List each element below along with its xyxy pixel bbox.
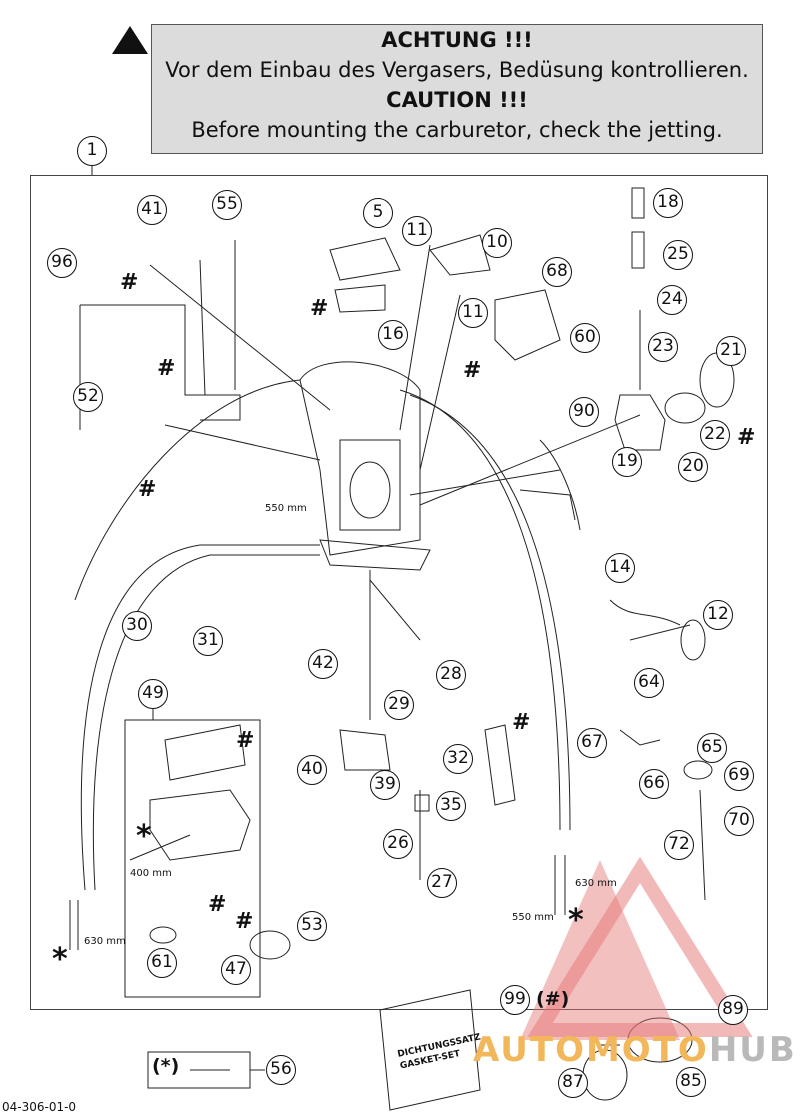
watermark-part2: HUB [708,1030,797,1070]
callout-65: 65 [697,733,727,763]
callout-5: 5 [363,198,393,228]
callout-72: 72 [664,830,694,860]
callout-61: 61 [147,948,177,978]
callout-41: 41 [137,195,167,225]
dimension-550-bottom: 550 mm [512,912,554,923]
callout-24: 24 [657,285,687,315]
hash-marker: # [157,356,176,381]
callout-85: 85 [676,1067,706,1097]
paren-hash-label: (#) [536,988,570,1010]
warning-box: ACHTUNG !!! Vor dem Einbau des Vergasers… [151,24,763,154]
callout-16: 16 [378,320,408,350]
hash-marker: # [208,892,227,917]
diagram-frame [30,175,768,1010]
hash-marker: # [235,909,254,934]
callout-11a: 11 [402,216,432,246]
callout-23: 23 [648,332,678,362]
callout-52: 52 [73,382,103,412]
watermark-text: AUTOMOTOHUB [473,1030,797,1070]
callout-20: 20 [678,452,708,482]
callout-1: 1 [77,136,107,166]
hash-marker: # [138,477,157,502]
callout-53: 53 [297,911,327,941]
callout-60: 60 [570,323,600,353]
warning-text-de: Vor dem Einbau des Vergasers, Bedüsung k… [165,58,749,82]
warning-heading-de: ACHTUNG !!! [381,28,533,52]
callout-68: 68 [542,257,572,287]
dimension-630-left: 630 mm [84,936,126,947]
hash-marker: # [310,296,329,321]
star-marker: * [136,819,152,854]
callout-19: 19 [612,447,642,477]
callout-55: 55 [212,190,242,220]
callout-96: 96 [47,248,77,278]
dimension-630-right: 630 mm [575,878,617,889]
callout-66: 66 [639,769,669,799]
callout-64: 64 [634,668,664,698]
hash-marker: # [236,728,255,753]
callout-89: 89 [718,995,748,1025]
hash-marker: # [737,425,756,450]
dimension-400: 400 mm [130,868,172,879]
callout-27: 27 [427,868,457,898]
paren-star-label: (*) [152,1055,180,1077]
callout-56: 56 [266,1055,296,1085]
callout-49: 49 [138,679,168,709]
warning-text-en: Before mounting the carburetor, check th… [191,118,723,142]
callout-26: 26 [383,829,413,859]
callout-31: 31 [193,626,223,656]
callout-28: 28 [436,660,466,690]
callout-35: 35 [436,791,466,821]
callout-22: 22 [700,420,730,450]
callout-32: 32 [443,744,473,774]
callout-39: 39 [370,770,400,800]
callout-40: 40 [297,755,327,785]
callout-42: 42 [308,649,338,679]
callout-87: 87 [558,1068,588,1098]
warning-triangle-icon [112,26,148,54]
callout-12: 12 [703,600,733,630]
hash-marker: # [120,270,139,295]
callout-11b: 11 [458,298,488,328]
callout-21: 21 [716,336,746,366]
callout-90: 90 [569,397,599,427]
callout-30: 30 [122,611,152,641]
hash-marker: # [512,710,531,735]
dimension-550-top: 550 mm [265,503,307,514]
watermark-part1: AUTOMOTO [473,1030,709,1070]
star-marker: * [52,942,68,977]
callout-47: 47 [221,955,251,985]
document-number: 04-306-01-0 [2,1100,77,1114]
callout-99: 99 [500,985,530,1015]
callout-25: 25 [663,240,693,270]
warning-heading-en: CAUTION !!! [386,88,528,112]
callout-67: 67 [577,728,607,758]
hash-marker: # [463,358,482,383]
callout-10: 10 [482,228,512,258]
callout-69: 69 [724,761,754,791]
callout-29: 29 [384,690,414,720]
star-marker: * [568,903,584,938]
callout-14: 14 [605,553,635,583]
callout-70: 70 [724,806,754,836]
callout-18: 18 [653,188,683,218]
